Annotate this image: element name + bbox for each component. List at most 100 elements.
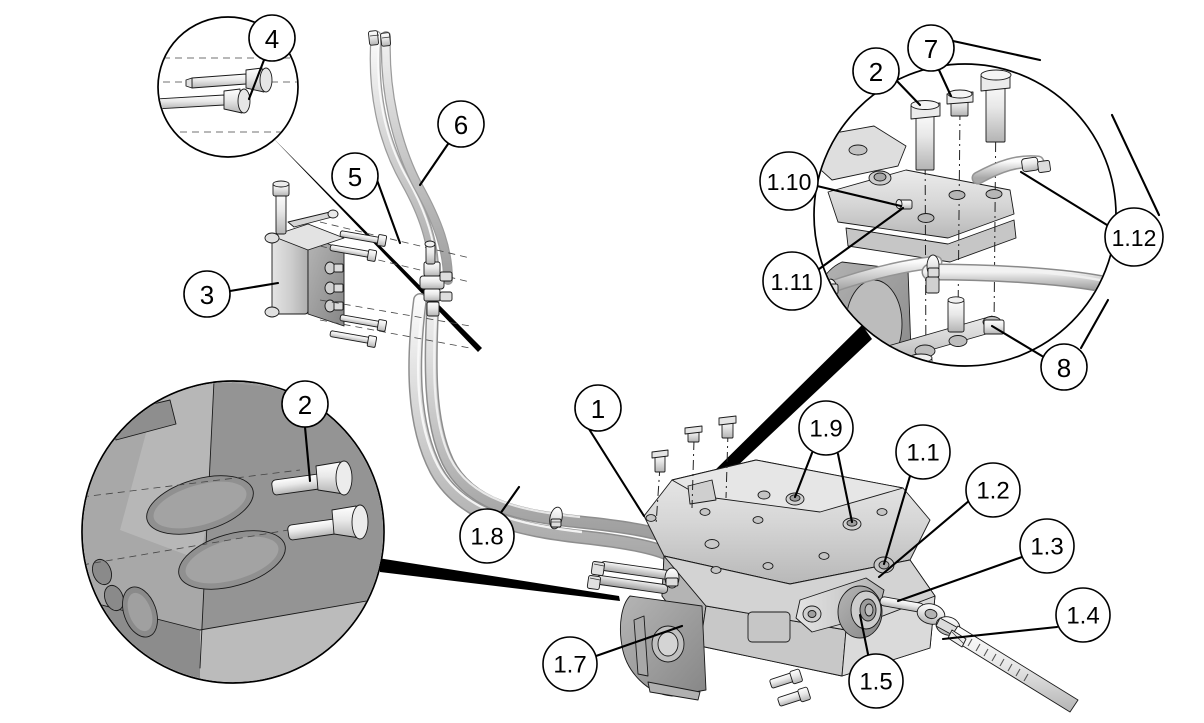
leader-line-6 [418, 142, 450, 187]
leader-line-1-8 [498, 485, 521, 516]
leader-line-8 [990, 324, 1044, 358]
callout-circle[interactable] [331, 152, 379, 200]
callout-number: 1.8 [470, 524, 503, 551]
hex-flange-bolt-b [159, 88, 251, 114]
top-plate-bosses [645, 490, 888, 574]
callout-1-10[interactable]: 1.10 [759, 151, 819, 211]
callout-1[interactable]: 1 [574, 384, 622, 432]
callout-circle[interactable] [1055, 587, 1111, 643]
callout-number: 1.11 [770, 269, 813, 295]
callout-1-5[interactable]: 1.5 [848, 653, 904, 709]
detail-view-bottom-left [81, 380, 385, 684]
callout-circle[interactable] [848, 653, 904, 709]
callout-number: 1 [591, 394, 605, 424]
bolt-5-d [329, 330, 378, 348]
callout-5[interactable]: 5 [331, 152, 379, 200]
leader-line-1-9 [836, 452, 854, 524]
callout-1-4[interactable]: 1.4 [1055, 587, 1111, 643]
callout-number: 1.3 [1030, 534, 1063, 561]
leader-line-1-2 [877, 498, 972, 579]
callout-1-7[interactable]: 1.7 [542, 636, 598, 692]
frame-flange-bolt-upper [271, 460, 353, 496]
bolt-5-c [339, 314, 388, 332]
leader-line-1-4 [941, 625, 1059, 641]
callout-circle[interactable] [798, 400, 854, 456]
callout-number: 8 [1057, 353, 1071, 383]
leader-line-7 [937, 68, 953, 98]
callout-circle[interactable] [248, 14, 296, 62]
callout-2[interactable]: 2 [281, 380, 329, 428]
leader-line-2 [894, 78, 922, 107]
callout-circle[interactable] [542, 636, 598, 692]
tube-clamps [925, 254, 940, 294]
callout-circle[interactable] [762, 251, 822, 311]
leader-line-1-5 [858, 613, 871, 661]
callout-circle[interactable] [895, 424, 951, 480]
callout-circle[interactable] [1104, 207, 1164, 267]
flange-bolt-long [980, 69, 1012, 143]
callout-1-3[interactable]: 1.3 [1019, 518, 1075, 574]
connector-top-right-detail [707, 325, 872, 486]
callout-circle[interactable] [281, 380, 329, 428]
callout-2[interactable]: 2 [852, 47, 900, 95]
callout-1-12[interactable]: 1.12 [1104, 207, 1164, 267]
callout-circle[interactable] [459, 508, 515, 564]
callout-circle[interactable] [907, 24, 955, 72]
callout-number: 1.10 [767, 169, 812, 195]
callout-number: 1.12 [1112, 225, 1157, 251]
callout-circle[interactable] [852, 47, 900, 95]
callout-3[interactable]: 3 [183, 270, 231, 318]
callout-6[interactable]: 6 [437, 100, 485, 148]
callout-number: 7 [924, 34, 938, 64]
callout-number: 2 [298, 390, 312, 420]
leader-line-1-12 [1110, 113, 1161, 217]
callout-1-8[interactable]: 1.8 [459, 508, 515, 564]
callout-1-1[interactable]: 1.1 [895, 424, 951, 480]
bolt-top-3 [718, 415, 737, 439]
callout-number: 1.5 [859, 669, 892, 696]
bolt-top-1 [651, 449, 669, 473]
leader-line-5 [375, 178, 402, 245]
callout-circle[interactable] [1040, 343, 1088, 391]
frame-flange-bolt-lower [287, 504, 369, 541]
leader-line-1-11 [813, 206, 905, 274]
hose-clamp-mid [549, 506, 563, 530]
callout-circle[interactable] [1019, 518, 1075, 574]
hose-lower-assembly [408, 293, 683, 563]
flange-bolt-2 [910, 100, 941, 171]
callout-number: 4 [265, 24, 279, 54]
callout-circle[interactable] [574, 384, 622, 432]
rod-clamp [664, 567, 680, 589]
connector-bottom-left-detail [378, 558, 620, 601]
loose-bolts-bottom [769, 668, 811, 707]
leader-line-1-10 [815, 184, 903, 208]
leader-line-1-1 [882, 474, 912, 566]
callout-1-2[interactable]: 1.2 [965, 462, 1021, 518]
leader-line-1 [587, 427, 646, 518]
gear-housing [619, 595, 707, 701]
callout-balloons: 4 6 5 3 2 7 1.10 1.12 1.11 8 2 1 1.9 1.1 1.2 1.8 1.3 1.4 1… [183, 14, 1164, 709]
callout-circle[interactable] [759, 151, 819, 211]
leader-lines [228, 39, 1161, 661]
callout-8[interactable]: 8 [1040, 343, 1088, 391]
callout-4[interactable]: 4 [248, 14, 296, 62]
callout-number: 3 [200, 280, 214, 310]
bolt-5-a [339, 230, 388, 247]
callout-1-11[interactable]: 1.11 [762, 251, 822, 311]
callout-number: 1.9 [809, 416, 842, 443]
callout-number: 2 [869, 57, 883, 87]
callout-number: 1.2 [976, 478, 1009, 505]
callout-circle[interactable] [437, 100, 485, 148]
callout-number: 6 [454, 110, 468, 140]
flange-nut-7 [946, 89, 974, 117]
leader-line-1-7 [594, 624, 684, 658]
callout-circle[interactable] [965, 462, 1021, 518]
callout-number: 1.1 [906, 440, 939, 467]
callout-7[interactable]: 7 [907, 24, 955, 72]
leader-line-2 [303, 425, 312, 483]
pivot-link-assembly [795, 556, 895, 639]
callout-1-9[interactable]: 1.9 [798, 400, 854, 456]
callout-circle[interactable] [183, 270, 231, 318]
